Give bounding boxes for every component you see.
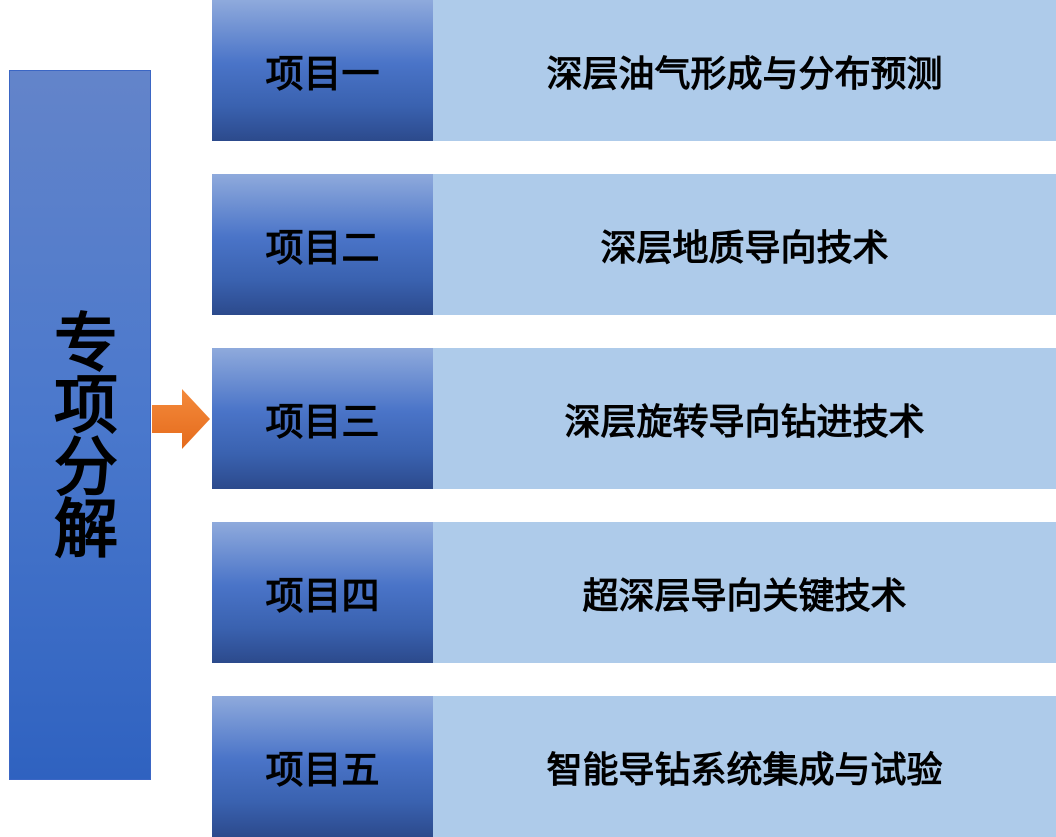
project-title: 深层旋转导向钻进技术: [433, 348, 1056, 489]
project-title: 深层油气形成与分布预测: [433, 0, 1056, 141]
project-row-1: 项目一 深层油气形成与分布预测: [212, 0, 1056, 141]
arrow-right-icon: [152, 389, 210, 449]
project-row-4: 项目四 超深层导向关键技术: [212, 522, 1056, 663]
project-label: 项目五: [212, 696, 433, 837]
project-row-2: 项目二 深层地质导向技术: [212, 174, 1056, 315]
project-title: 深层地质导向技术: [433, 174, 1056, 315]
project-title: 超深层导向关键技术: [433, 522, 1056, 663]
project-label: 项目四: [212, 522, 433, 663]
side-title-box: 专项分解: [9, 70, 151, 780]
project-title: 智能导钻系统集成与试验: [433, 696, 1056, 837]
project-label: 项目一: [212, 0, 433, 141]
side-title: 专项分解: [43, 308, 117, 557]
project-label: 项目三: [212, 348, 433, 489]
project-row-3: 项目三 深层旋转导向钻进技术: [212, 348, 1056, 489]
project-row-5: 项目五 智能导钻系统集成与试验: [212, 696, 1056, 837]
project-label: 项目二: [212, 174, 433, 315]
